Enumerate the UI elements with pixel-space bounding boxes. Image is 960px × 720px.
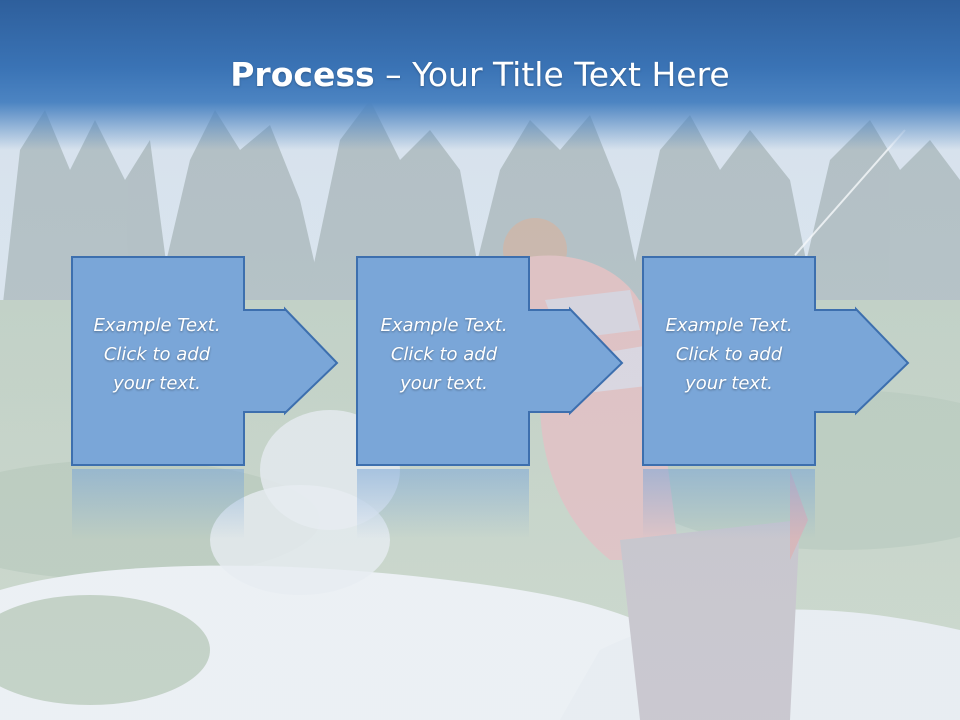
slide-title[interactable]: Process – Your Title Text Here xyxy=(0,54,960,96)
step-3-shape[interactable] xyxy=(642,256,910,466)
step-2-reflection xyxy=(357,469,529,539)
step-2-text[interactable]: Example Text. Click to add your text. xyxy=(380,315,508,394)
step-3-reflection xyxy=(643,469,815,539)
step-3-text[interactable]: Example Text. Click to add your text. xyxy=(665,315,793,394)
step-1-reflection xyxy=(72,469,244,539)
step-1-shape[interactable] xyxy=(71,256,339,466)
title-band xyxy=(0,0,960,150)
title-rest: – Your Title Text Here xyxy=(374,55,730,94)
step-1-text[interactable]: Example Text. Click to add your text. xyxy=(93,315,221,394)
title-bold: Process xyxy=(230,55,375,94)
step-2-shape[interactable] xyxy=(356,256,624,466)
